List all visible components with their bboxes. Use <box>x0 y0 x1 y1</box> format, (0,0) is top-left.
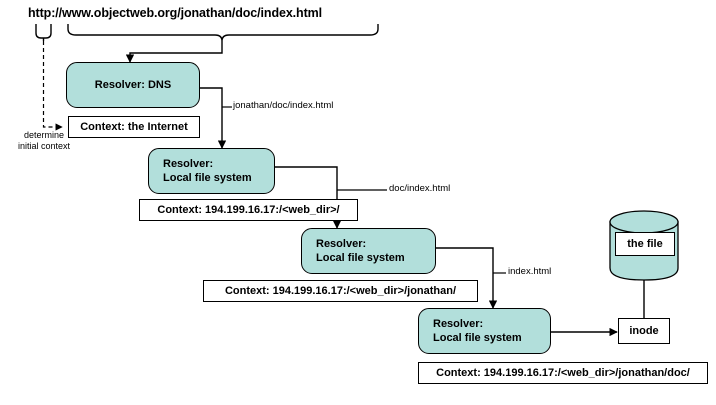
node-the-file[interactable]: the file <box>615 232 675 256</box>
page-title: http://www.objectweb.org/jonathan/doc/in… <box>28 6 323 20</box>
brace-path-icon <box>67 24 379 42</box>
edge-fs2-to-fs3 <box>436 247 498 309</box>
edge-determine-initial-context <box>42 41 63 131</box>
edge-label-index: index.html <box>508 266 552 277</box>
edge-label-doc-index: doc/index.html <box>389 183 451 194</box>
edge-dns-to-fs1 <box>200 87 227 149</box>
node-resolver-fs-3[interactable]: Resolver: Local file system <box>418 308 551 354</box>
determine-initial-context-note: determine initial context <box>17 130 71 152</box>
node-inode[interactable]: inode <box>618 318 670 344</box>
edge-url-to-dns <box>125 41 223 63</box>
edge-label-jonathan-doc-index: jonathan/doc/index.html <box>233 100 334 111</box>
node-resolver-dns[interactable]: Resolver: DNS <box>66 62 200 108</box>
node-resolver-fs-2[interactable]: Resolver: Local file system <box>301 228 436 274</box>
node-resolver-fs-1[interactable]: Resolver: Local file system <box>148 148 275 194</box>
node-context-fs-1[interactable]: Context: 194.199.16.17:/<web_dir>/ <box>139 199 358 221</box>
node-context-internet[interactable]: Context: the Internet <box>68 116 200 138</box>
node-context-fs-3[interactable]: Context: 194.199.16.17:/<web_dir>/jonath… <box>418 362 708 384</box>
node-context-fs-2[interactable]: Context: 194.199.16.17:/<web_dir>/jonath… <box>203 280 478 302</box>
brace-scheme-icon <box>35 24 52 41</box>
